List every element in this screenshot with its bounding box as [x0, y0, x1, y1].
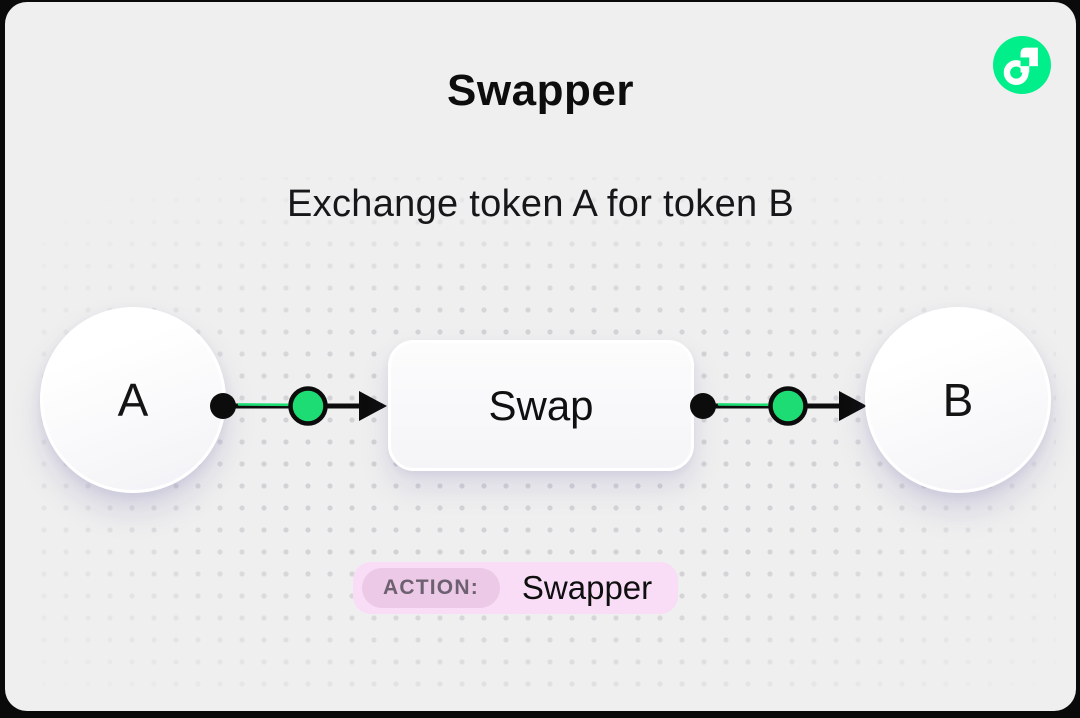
token-a-node: A: [40, 307, 226, 493]
action-badge-value: Swapper: [521, 569, 653, 606]
card-panel: Swapper Exchange token A for token B A S…: [5, 2, 1076, 711]
page-subtitle: Exchange token A for token B: [287, 183, 794, 225]
swap-node-label: Swap: [488, 381, 594, 429]
connector-a-to-swap-arrow: [210, 386, 387, 426]
page-title: Swapper: [447, 66, 634, 115]
connector-swap-to-b-arrow: [690, 386, 867, 426]
action-badge-label: ACTION:: [362, 568, 500, 608]
token-a-label: A: [117, 374, 149, 426]
token-b-node: B: [865, 307, 1051, 493]
swap-node: Swap: [388, 340, 694, 471]
flow-logo-icon: [993, 36, 1051, 94]
action-badge: ACTION: Swapper: [353, 562, 679, 614]
token-b-label: B: [942, 374, 974, 426]
